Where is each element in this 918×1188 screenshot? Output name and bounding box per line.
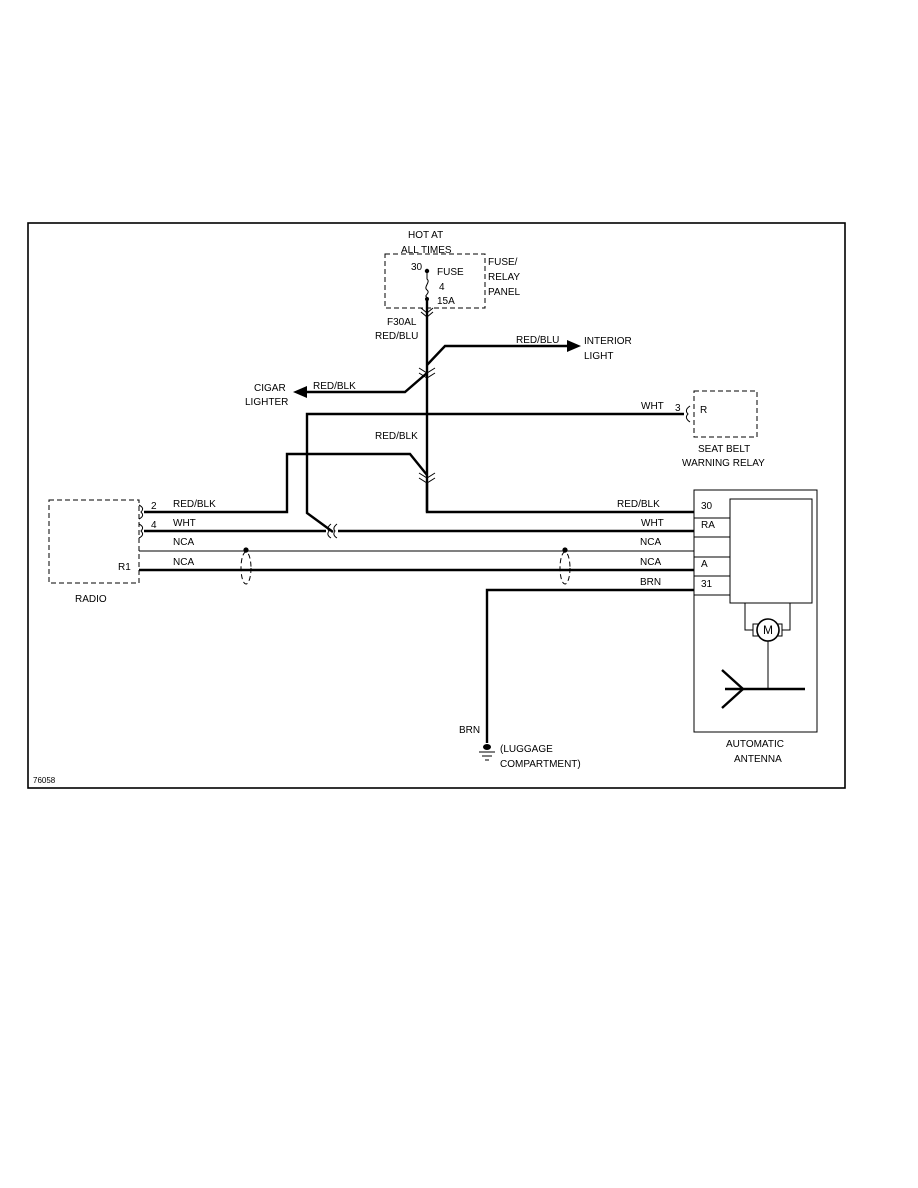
wire-red-blk-mid	[144, 452, 428, 514]
radio-pin-2-connector	[138, 504, 144, 520]
radio-wire-red-blk-label: RED/BLK	[173, 499, 216, 510]
seat-belt-relay-box	[693, 390, 758, 438]
radio-wire-nca-2-label: NCA	[173, 557, 194, 568]
cigar-lighter-label-2: LIGHTER	[245, 397, 288, 408]
all-times-label: ALL TIMES	[401, 245, 452, 256]
ant-wire-nca-1-label: NCA	[640, 537, 661, 548]
connector-f30al-label: F30AL	[387, 317, 417, 328]
antenna-arrowhead-icon	[721, 669, 745, 709]
coax-shield-left	[240, 551, 252, 585]
cigar-lighter-arrow	[293, 386, 307, 398]
diagram-frame	[27, 222, 846, 789]
relay-connector	[685, 405, 691, 423]
ant-pin-ra: RA	[701, 520, 715, 531]
ant-wire-nca-2-label: NCA	[640, 557, 661, 568]
fuse-top-dot	[424, 268, 430, 274]
ant-wire-red-blk-label: RED/BLK	[617, 499, 660, 510]
ground-wire-brn-label: BRN	[459, 725, 480, 736]
antenna-outer-box	[693, 489, 818, 733]
ant-pin-a: A	[701, 559, 708, 570]
interior-light-label-2: LIGHT	[584, 351, 613, 362]
wire-red-blu-fuse-label: RED/BLU	[375, 331, 418, 342]
fuse-label: FUSE	[437, 267, 464, 278]
ground-symbol-top	[483, 744, 491, 750]
fuse-relay-panel-label-1: FUSE/	[488, 257, 518, 268]
nca-shield-dot-right	[562, 547, 568, 553]
ground-label-1: (LUGGAGE	[500, 744, 553, 755]
wire-wht-relay	[305, 412, 684, 533]
fuse-rating: 15A	[437, 296, 455, 307]
fuse-relay-panel-box	[384, 253, 486, 309]
antenna-label-2: ANTENNA	[734, 754, 782, 765]
radio-pin-r1: R1	[118, 562, 131, 573]
wire-red-blk-mid-label: RED/BLK	[375, 431, 418, 442]
ant-wire-wht-label: WHT	[641, 518, 664, 529]
coax-shield-right	[559, 551, 571, 585]
wire-cigar-lighter	[306, 372, 428, 394]
radio-wire-nca-1-label: NCA	[173, 537, 194, 548]
seat-belt-label-1: SEAT BELT	[698, 444, 750, 455]
motor-label: M	[763, 623, 773, 637]
wire-red-blk-cigar-label: RED/BLK	[313, 381, 356, 392]
radio-label: RADIO	[75, 594, 107, 605]
hot-at-label: HOT AT	[408, 230, 443, 241]
wht-inline-connector	[327, 523, 338, 539]
seat-belt-label-2: WARNING RELAY	[682, 458, 765, 469]
radio-box	[48, 499, 140, 584]
figure-id: 76058	[33, 776, 56, 785]
wire-red-blu-interior-label: RED/BLU	[516, 335, 559, 346]
fuse-relay-panel-label-3: PANEL	[488, 287, 520, 298]
interior-light-arrow	[567, 340, 581, 352]
radio-pin-4-connector	[138, 523, 144, 539]
motor-wire-right	[782, 603, 791, 631]
interior-light-label-1: INTERIOR	[584, 336, 632, 347]
relay-pin-r: R	[700, 405, 707, 416]
wire-brn-ground	[485, 588, 694, 743]
wire-wht-relay-label: WHT	[641, 401, 664, 412]
fuse-symbol	[425, 273, 429, 298]
antenna-module-box	[729, 498, 813, 604]
relay-pin-3: 3	[675, 403, 681, 414]
wire-red-blk-antenna	[425, 483, 694, 514]
ant-wire-brn-label: BRN	[640, 577, 661, 588]
nca-shield-dot-left	[243, 547, 249, 553]
fuse-number: 4	[439, 282, 445, 293]
fuse-pin-30: 30	[411, 262, 423, 273]
antenna-label-1: AUTOMATIC	[726, 739, 784, 750]
wire-interior-light	[426, 344, 568, 366]
ground-label-2: COMPARTMENT)	[500, 759, 581, 770]
radio-pin-4: 4	[151, 520, 157, 531]
radio-wire-wht-label: WHT	[173, 518, 196, 529]
fuse-relay-panel-label-2: RELAY	[488, 272, 520, 283]
ant-pin-30: 30	[701, 501, 713, 512]
motor-wire-left	[744, 603, 753, 631]
cigar-lighter-label-1: CIGAR	[254, 383, 286, 394]
ant-pin-31: 31	[701, 579, 713, 590]
radio-pin-2: 2	[151, 501, 157, 512]
